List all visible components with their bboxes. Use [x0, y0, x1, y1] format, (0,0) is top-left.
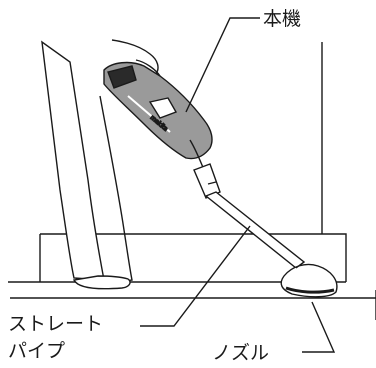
label-straight-pipe-line1: ストレート [8, 313, 104, 335]
person-legs [41, 40, 133, 290]
vacuum-body: makita [103, 61, 213, 171]
leader-lines [140, 17, 336, 353]
nozzle [280, 261, 338, 298]
label-nozzle: ノズル [212, 342, 270, 364]
label-main-body: 本機 [263, 8, 302, 30]
leader-body [185, 17, 260, 113]
straight-pipe [204, 191, 306, 269]
leader-nozzle [302, 301, 336, 353]
leader-pipe [140, 225, 251, 327]
pipe-joint [193, 163, 221, 199]
label-straight-pipe-line2: パイプ [8, 340, 66, 362]
